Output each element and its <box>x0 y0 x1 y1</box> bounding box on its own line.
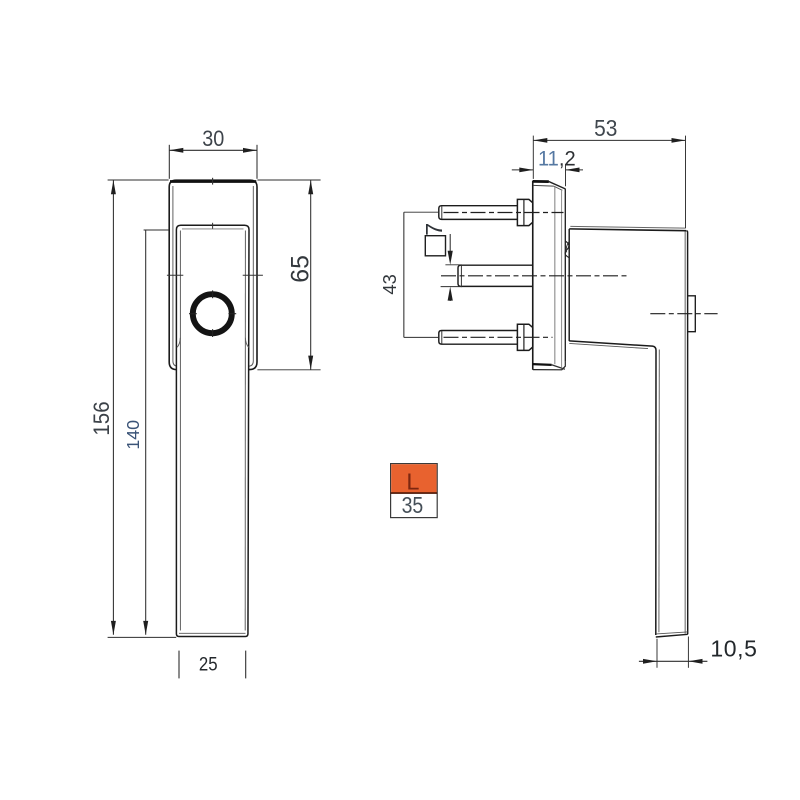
svg-text:156: 156 <box>89 401 114 435</box>
svg-text:140: 140 <box>123 420 143 450</box>
svg-text:30: 30 <box>202 127 224 151</box>
svg-text:53: 53 <box>594 115 617 141</box>
svg-text:43: 43 <box>379 274 400 294</box>
svg-text:L: L <box>406 468 419 494</box>
svg-text:7: 7 <box>421 223 447 236</box>
svg-text:11,2: 11,2 <box>538 147 576 171</box>
svg-text:10,5: 10,5 <box>710 635 757 661</box>
svg-text:25: 25 <box>199 652 218 675</box>
svg-text:35: 35 <box>402 492 424 518</box>
svg-text:65: 65 <box>286 255 314 283</box>
